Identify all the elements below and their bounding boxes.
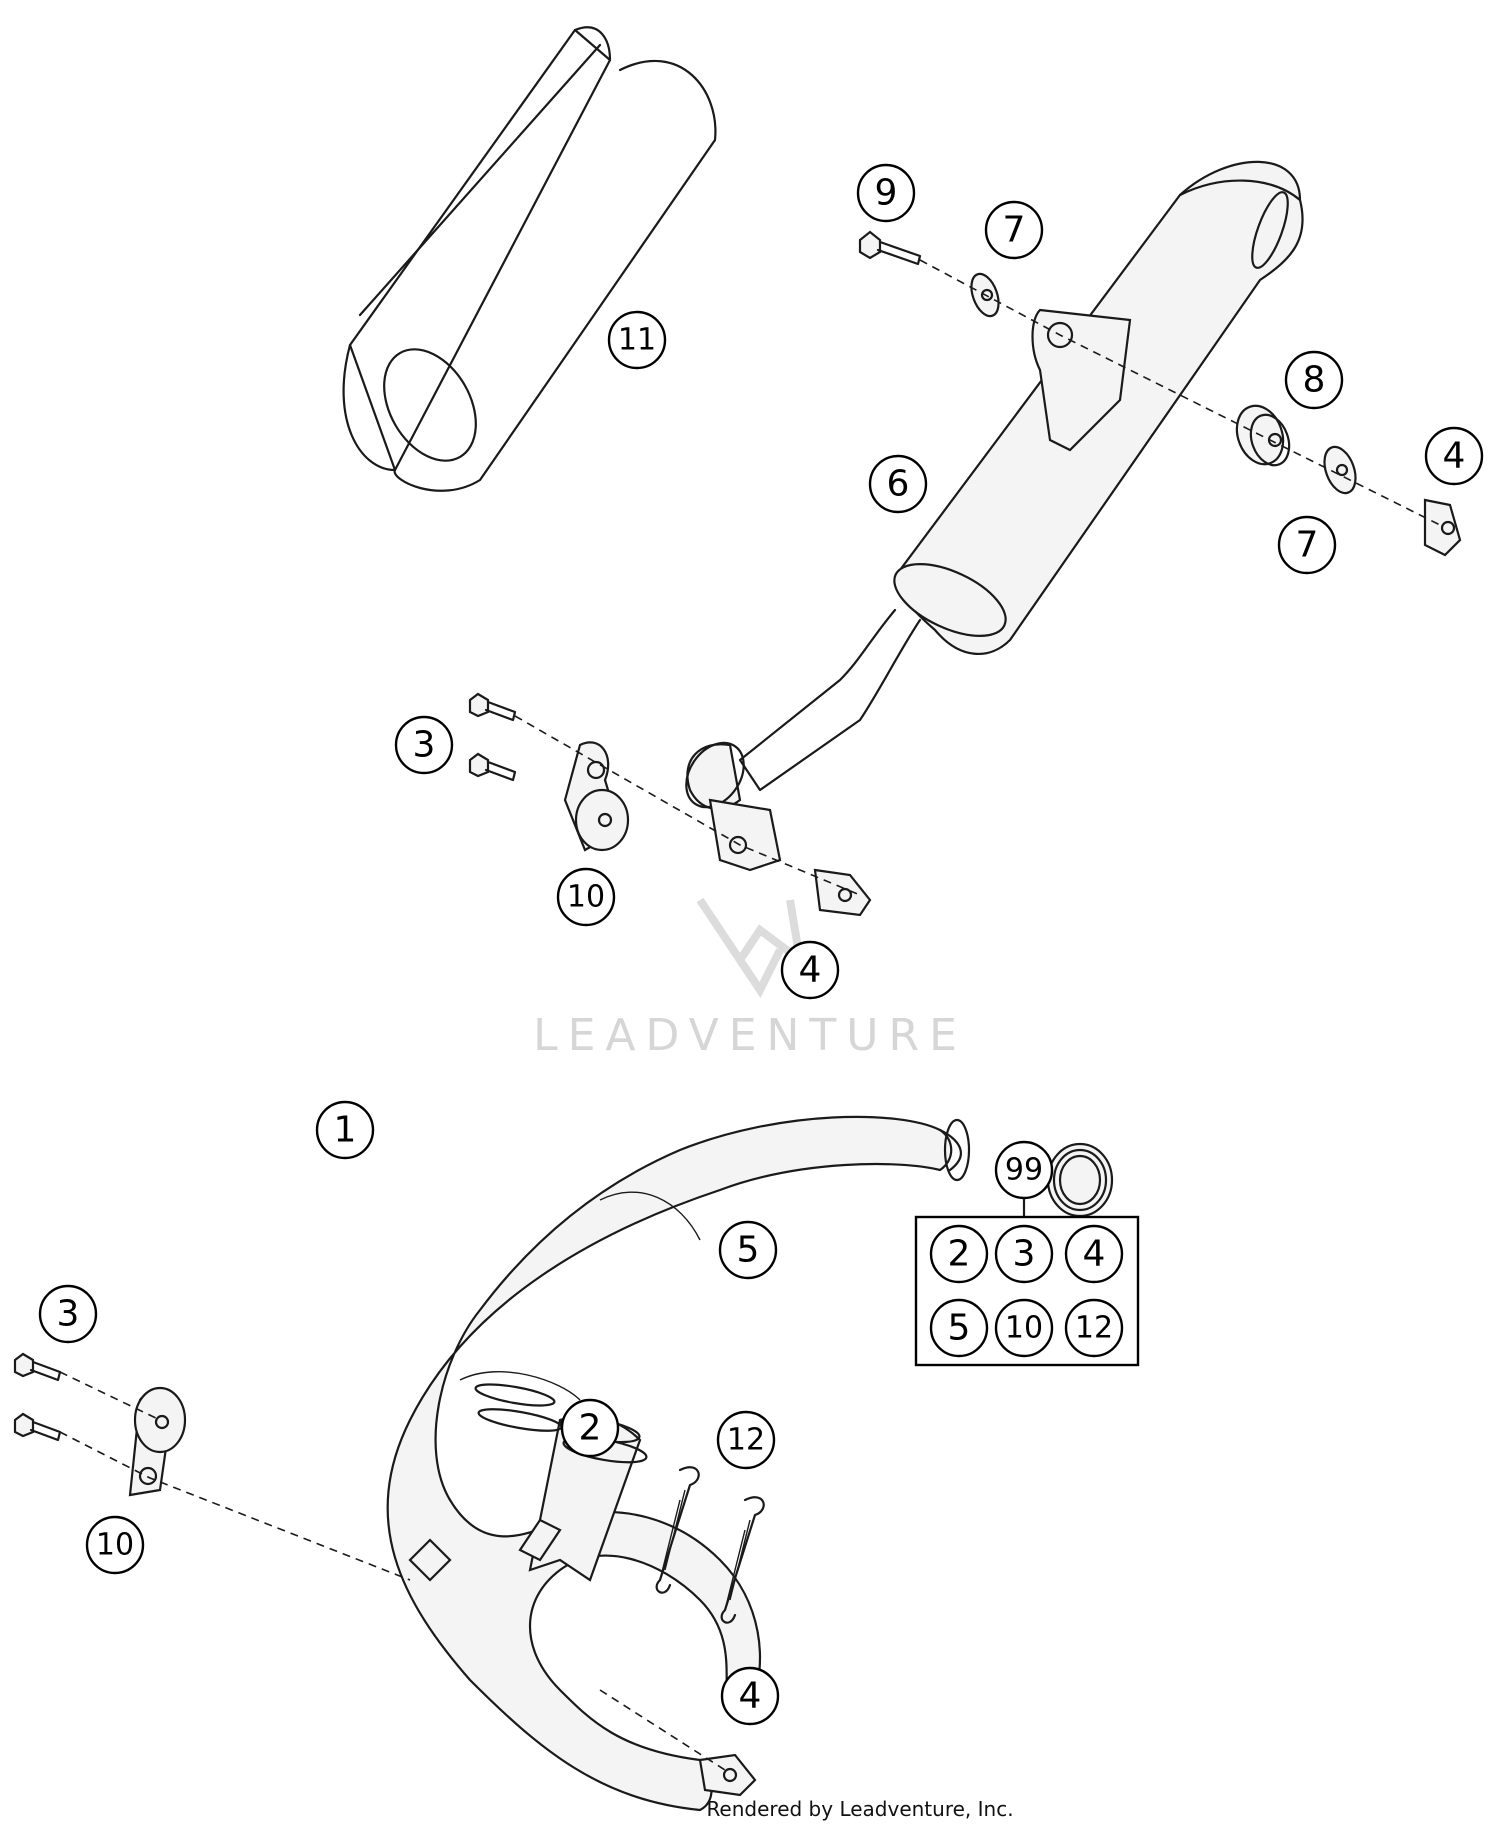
axis-line-bottom-mount-3 <box>599 1689 726 1771</box>
axis-line-silencer-mount <box>919 259 1441 526</box>
svg-text:12: 12 <box>727 1423 765 1458</box>
kit-item-3[interactable]: 3 <box>994 1224 1054 1284</box>
callout-12[interactable]: 12 <box>716 1410 776 1470</box>
kit-item-5[interactable]: 5 <box>929 1298 989 1358</box>
svg-text:12: 12 <box>1075 1311 1113 1346</box>
part-4-nut-top <box>1423 498 1462 557</box>
svg-text:2: 2 <box>579 1408 602 1449</box>
footer-credit: Rendered by Leadventure, Inc. <box>706 1797 1013 1821</box>
callout-4-bottom[interactable]: 4 <box>720 1666 780 1726</box>
svg-text:5: 5 <box>948 1308 971 1349</box>
svg-text:2: 2 <box>948 1234 971 1275</box>
svg-text:11: 11 <box>618 323 656 358</box>
part-4-nut-bottom <box>698 1753 757 1797</box>
callout-99[interactable]: 99 <box>994 1140 1054 1200</box>
svg-text:3: 3 <box>57 1294 80 1335</box>
kit-item-10[interactable]: 10 <box>994 1298 1054 1358</box>
kit-item-4[interactable]: 4 <box>1064 1224 1124 1284</box>
svg-text:3: 3 <box>1013 1234 1036 1275</box>
part-5-exhaust-seal <box>1046 1142 1114 1218</box>
axis-line-bottom-mount-2 <box>59 1431 411 1581</box>
watermark-text: LEADVENTURE <box>533 1010 967 1061</box>
part-10-bracket-bottom <box>128 1386 187 1497</box>
part-8-rubber-grommet <box>1235 404 1291 467</box>
svg-text:4: 4 <box>739 1676 762 1717</box>
callout-6[interactable]: 6 <box>868 454 928 514</box>
svg-text:10: 10 <box>1005 1311 1043 1346</box>
svg-text:4: 4 <box>799 950 822 991</box>
part-12-springs <box>655 1466 765 1624</box>
kit-99-group: 99 2 3 4 5 10 12 <box>914 1140 1140 1367</box>
svg-text:10: 10 <box>567 880 605 915</box>
leadventure-watermark-logo <box>696 897 806 998</box>
callout-7-top[interactable]: 7 <box>984 200 1044 260</box>
svg-text:8: 8 <box>1303 360 1326 401</box>
svg-text:5: 5 <box>737 1230 760 1271</box>
svg-text:9: 9 <box>875 173 898 214</box>
kit-item-12[interactable]: 12 <box>1064 1298 1124 1358</box>
part-9-screw <box>858 230 922 266</box>
part-4-nut-middle <box>813 868 872 917</box>
part-6-silencer <box>685 160 1304 872</box>
part-2-o-rings <box>474 1383 563 1432</box>
callout-11[interactable]: 11 <box>607 310 667 370</box>
part-3-screws-bottom <box>13 1352 62 1442</box>
callout-9[interactable]: 9 <box>856 163 916 223</box>
callout-3-bottom[interactable]: 3 <box>38 1284 98 1344</box>
svg-text:4: 4 <box>1443 436 1466 477</box>
callout-10-bottom[interactable]: 10 <box>85 1515 145 1575</box>
callout-3-top[interactable]: 3 <box>394 715 454 775</box>
callout-5[interactable]: 5 <box>718 1220 778 1280</box>
svg-text:6: 6 <box>887 464 910 505</box>
callout-8[interactable]: 8 <box>1284 350 1344 410</box>
svg-text:7: 7 <box>1003 210 1026 251</box>
part-1-exhaust-pipe <box>386 1115 971 1812</box>
axis-line-bottom-mount <box>59 1371 161 1421</box>
svg-text:3: 3 <box>413 725 436 766</box>
svg-text:10: 10 <box>96 1528 134 1563</box>
axis-line-middle-mount <box>514 715 861 896</box>
callout-1[interactable]: 1 <box>315 1100 375 1160</box>
callout-7-bottom[interactable]: 7 <box>1277 515 1337 575</box>
part-7-washer-bottom <box>1323 445 1357 495</box>
part-10-bracket-middle <box>563 741 630 852</box>
part-11-silencer-protection-sleeve <box>342 26 717 492</box>
svg-text:4: 4 <box>1083 1234 1106 1275</box>
svg-text:99: 99 <box>1005 1153 1043 1188</box>
callout-4-middle[interactable]: 4 <box>780 940 840 1000</box>
svg-text:7: 7 <box>1296 525 1319 566</box>
callout-4-top-right[interactable]: 4 <box>1424 426 1484 486</box>
part-3-screws-middle <box>468 692 517 782</box>
svg-text:1: 1 <box>334 1110 357 1151</box>
callout-10-top[interactable]: 10 <box>556 867 616 927</box>
kit-item-2[interactable]: 2 <box>929 1224 989 1284</box>
callout-2[interactable]: 2 <box>560 1398 620 1458</box>
